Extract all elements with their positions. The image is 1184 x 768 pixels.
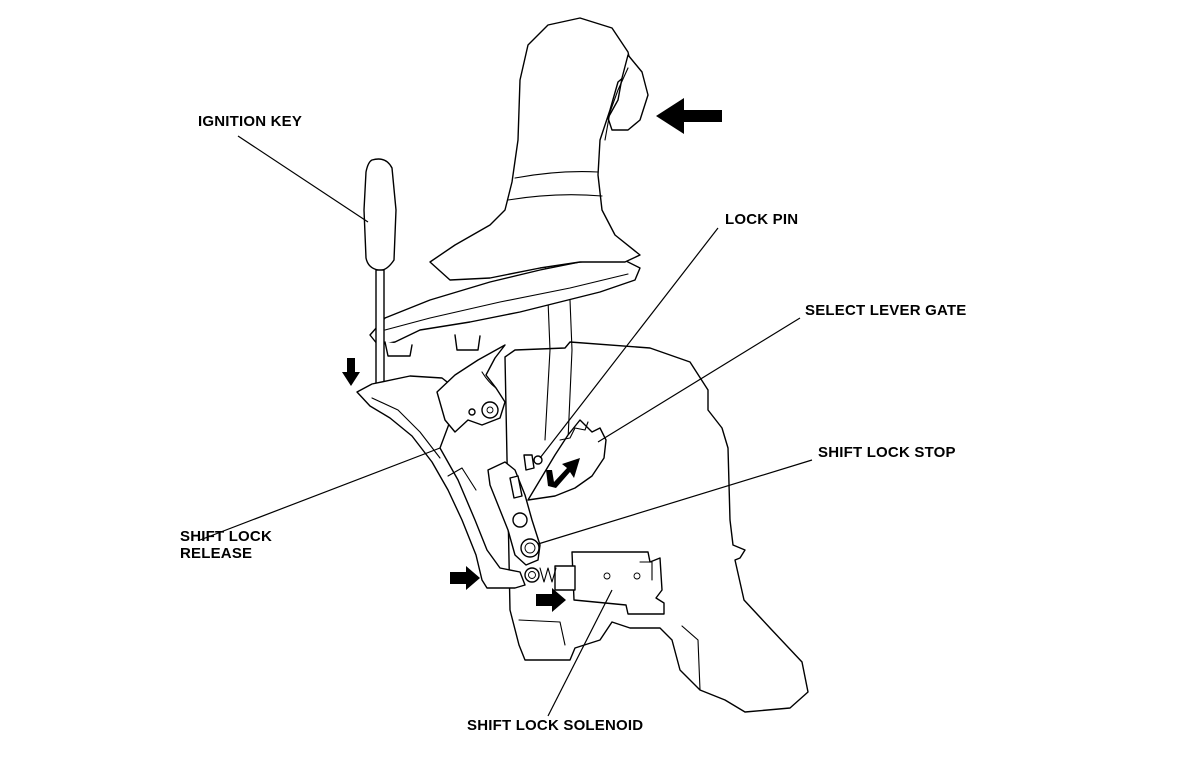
cam-pivot-bolt-center — [486, 406, 494, 414]
gate-notches — [559, 421, 589, 441]
arrow-push-knob-button — [656, 98, 722, 134]
leader-select-lever-gate — [597, 317, 801, 443]
shift-console-housing — [504, 341, 809, 713]
arrow-push-release-lever — [450, 566, 480, 590]
label-shift-lock-stop: SHIFT LOCK STOP — [818, 444, 956, 461]
label-shift-lock-release-line2: RELEASE — [180, 545, 253, 562]
bezel-tab-left — [384, 341, 413, 357]
release-lever-flange — [447, 467, 477, 491]
cam-pivot-bolt — [481, 401, 499, 419]
stop-link-slot — [509, 475, 523, 499]
label-shift-lock-solenoid: SHIFT LOCK SOLENOID — [467, 717, 644, 734]
arrow-solenoid-plunger — [536, 588, 566, 612]
leader-shift-lock-release — [199, 447, 441, 541]
stop-link-pivot — [512, 512, 528, 528]
stop-link-stem — [523, 454, 535, 471]
leader-ignition-key — [237, 135, 369, 223]
release-lever-edge — [371, 397, 441, 459]
shift-lock-solenoid-body — [571, 551, 665, 615]
leader-shift-lock-stop — [537, 459, 813, 545]
solenoid-spring — [539, 567, 557, 583]
solenoid-hole-1 — [603, 572, 611, 580]
ignition-key-head — [363, 158, 397, 271]
solenoid-plunger-end — [524, 567, 540, 583]
leader-shift-lock-solenoid — [547, 589, 613, 717]
knob-collar-top — [514, 171, 599, 179]
housing-lower-rib — [518, 619, 566, 646]
label-shift-lock-release-line1: SHIFT LOCK — [180, 528, 272, 545]
bezel-tab-mid — [454, 334, 481, 351]
bezel-inner-edge — [384, 273, 629, 331]
label-select-lever-gate: SELECT LEVER GATE — [805, 302, 967, 319]
stop-roller-inner — [524, 542, 536, 554]
plunger-end-inner — [528, 571, 536, 579]
shift-lock-stop-roller — [520, 538, 540, 558]
shift-knob — [429, 17, 641, 281]
leader-lock-pin — [539, 227, 719, 459]
arrow-lever-movement-curved — [546, 458, 580, 488]
knob-collar-bottom — [507, 194, 603, 201]
housing-inner-line — [681, 625, 701, 691]
solenoid-terminal — [639, 561, 653, 581]
solenoid-plunger-housing — [554, 565, 576, 591]
cam-small-pin — [468, 408, 476, 416]
solenoid-hole-2 — [633, 572, 641, 580]
knob-button-recess — [604, 67, 629, 141]
cam-curve — [481, 371, 497, 389]
ignition-key-blade — [375, 269, 385, 391]
arrow-insert-key-down — [342, 358, 360, 386]
knob-release-button — [607, 54, 649, 131]
cam-bracket — [436, 344, 506, 433]
label-lock-pin: LOCK PIN — [725, 211, 799, 228]
label-ignition-key: IGNITION KEY — [198, 113, 303, 130]
